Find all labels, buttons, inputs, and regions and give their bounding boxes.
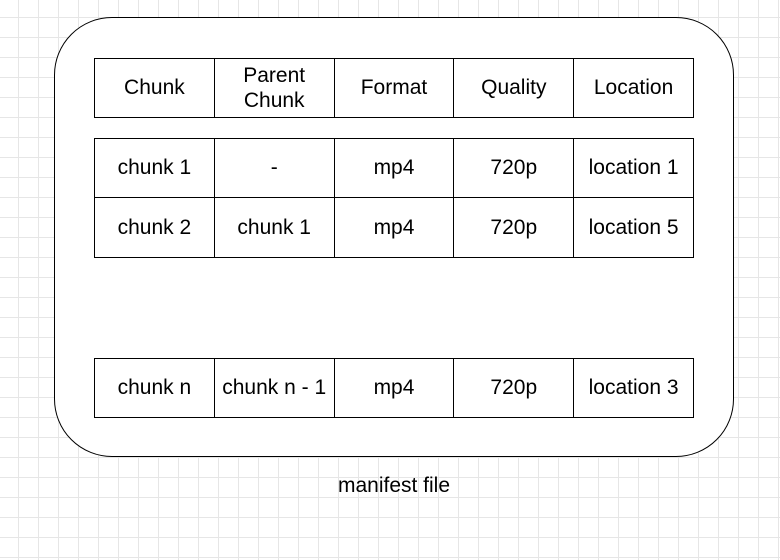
- header-chunk: Chunk: [124, 76, 185, 100]
- header-format: Format: [333, 59, 454, 117]
- cell-parent-chunk: -: [213, 139, 334, 197]
- cell-quality: 720p: [453, 198, 573, 257]
- manifest-caption: manifest file: [337, 474, 451, 497]
- table-row: chunk 2 chunk 1 mp4 720p location 5: [94, 198, 694, 258]
- cell-parent-chunk: chunk n - 1: [213, 359, 334, 417]
- table-row: chunk 1 - mp4 720p location 1: [94, 138, 694, 198]
- cell-format: mp4: [333, 359, 454, 417]
- cell-quality: 720p: [453, 139, 573, 197]
- table-row: chunk n chunk n - 1 mp4 720p location 3: [94, 358, 694, 418]
- cell-chunk: chunk 2: [117, 215, 192, 239]
- cell-location: location 3: [573, 359, 693, 417]
- header-location: Location: [573, 59, 693, 117]
- cell-quality: 720p: [453, 359, 573, 417]
- cell-location: location 1: [573, 139, 693, 197]
- cell-chunk: chunk 1: [117, 156, 192, 180]
- cell-format: mp4: [333, 139, 454, 197]
- cell-location: location 5: [573, 198, 693, 257]
- cell-parent-chunk: chunk 1: [213, 198, 334, 257]
- cell-chunk: chunk n: [117, 376, 192, 400]
- cell-format: mp4: [333, 198, 454, 257]
- header-row: Chunk Parent Chunk Format Quality Locati…: [94, 58, 694, 118]
- header-quality: Quality: [453, 59, 573, 117]
- header-parent-chunk: Parent Chunk: [213, 59, 334, 117]
